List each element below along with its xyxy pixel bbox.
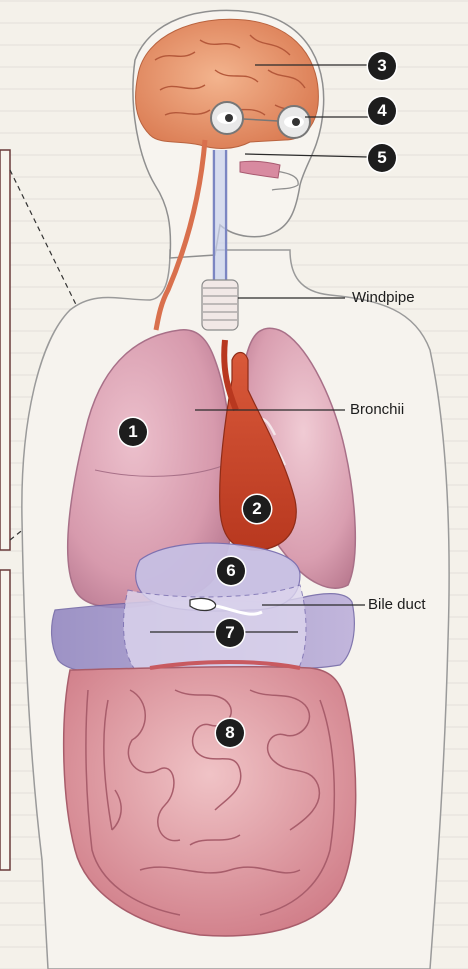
marker-1: 1	[119, 418, 147, 446]
marker-4: 4	[368, 97, 396, 125]
marker-6: 6	[217, 557, 245, 585]
windpipe	[202, 280, 238, 330]
gallbladder	[190, 598, 216, 610]
bronchii-label: Bronchii	[350, 401, 404, 418]
throat-fill	[215, 150, 225, 300]
marker-7: 7	[216, 619, 244, 647]
marker-2: 2	[243, 495, 271, 523]
windpipe-label: Windpipe	[352, 289, 415, 306]
marker-8: 8	[216, 719, 244, 747]
marker-3: 3	[368, 52, 396, 80]
bile-duct-label: Bile duct	[368, 596, 426, 613]
marker-5: 5	[368, 144, 396, 172]
